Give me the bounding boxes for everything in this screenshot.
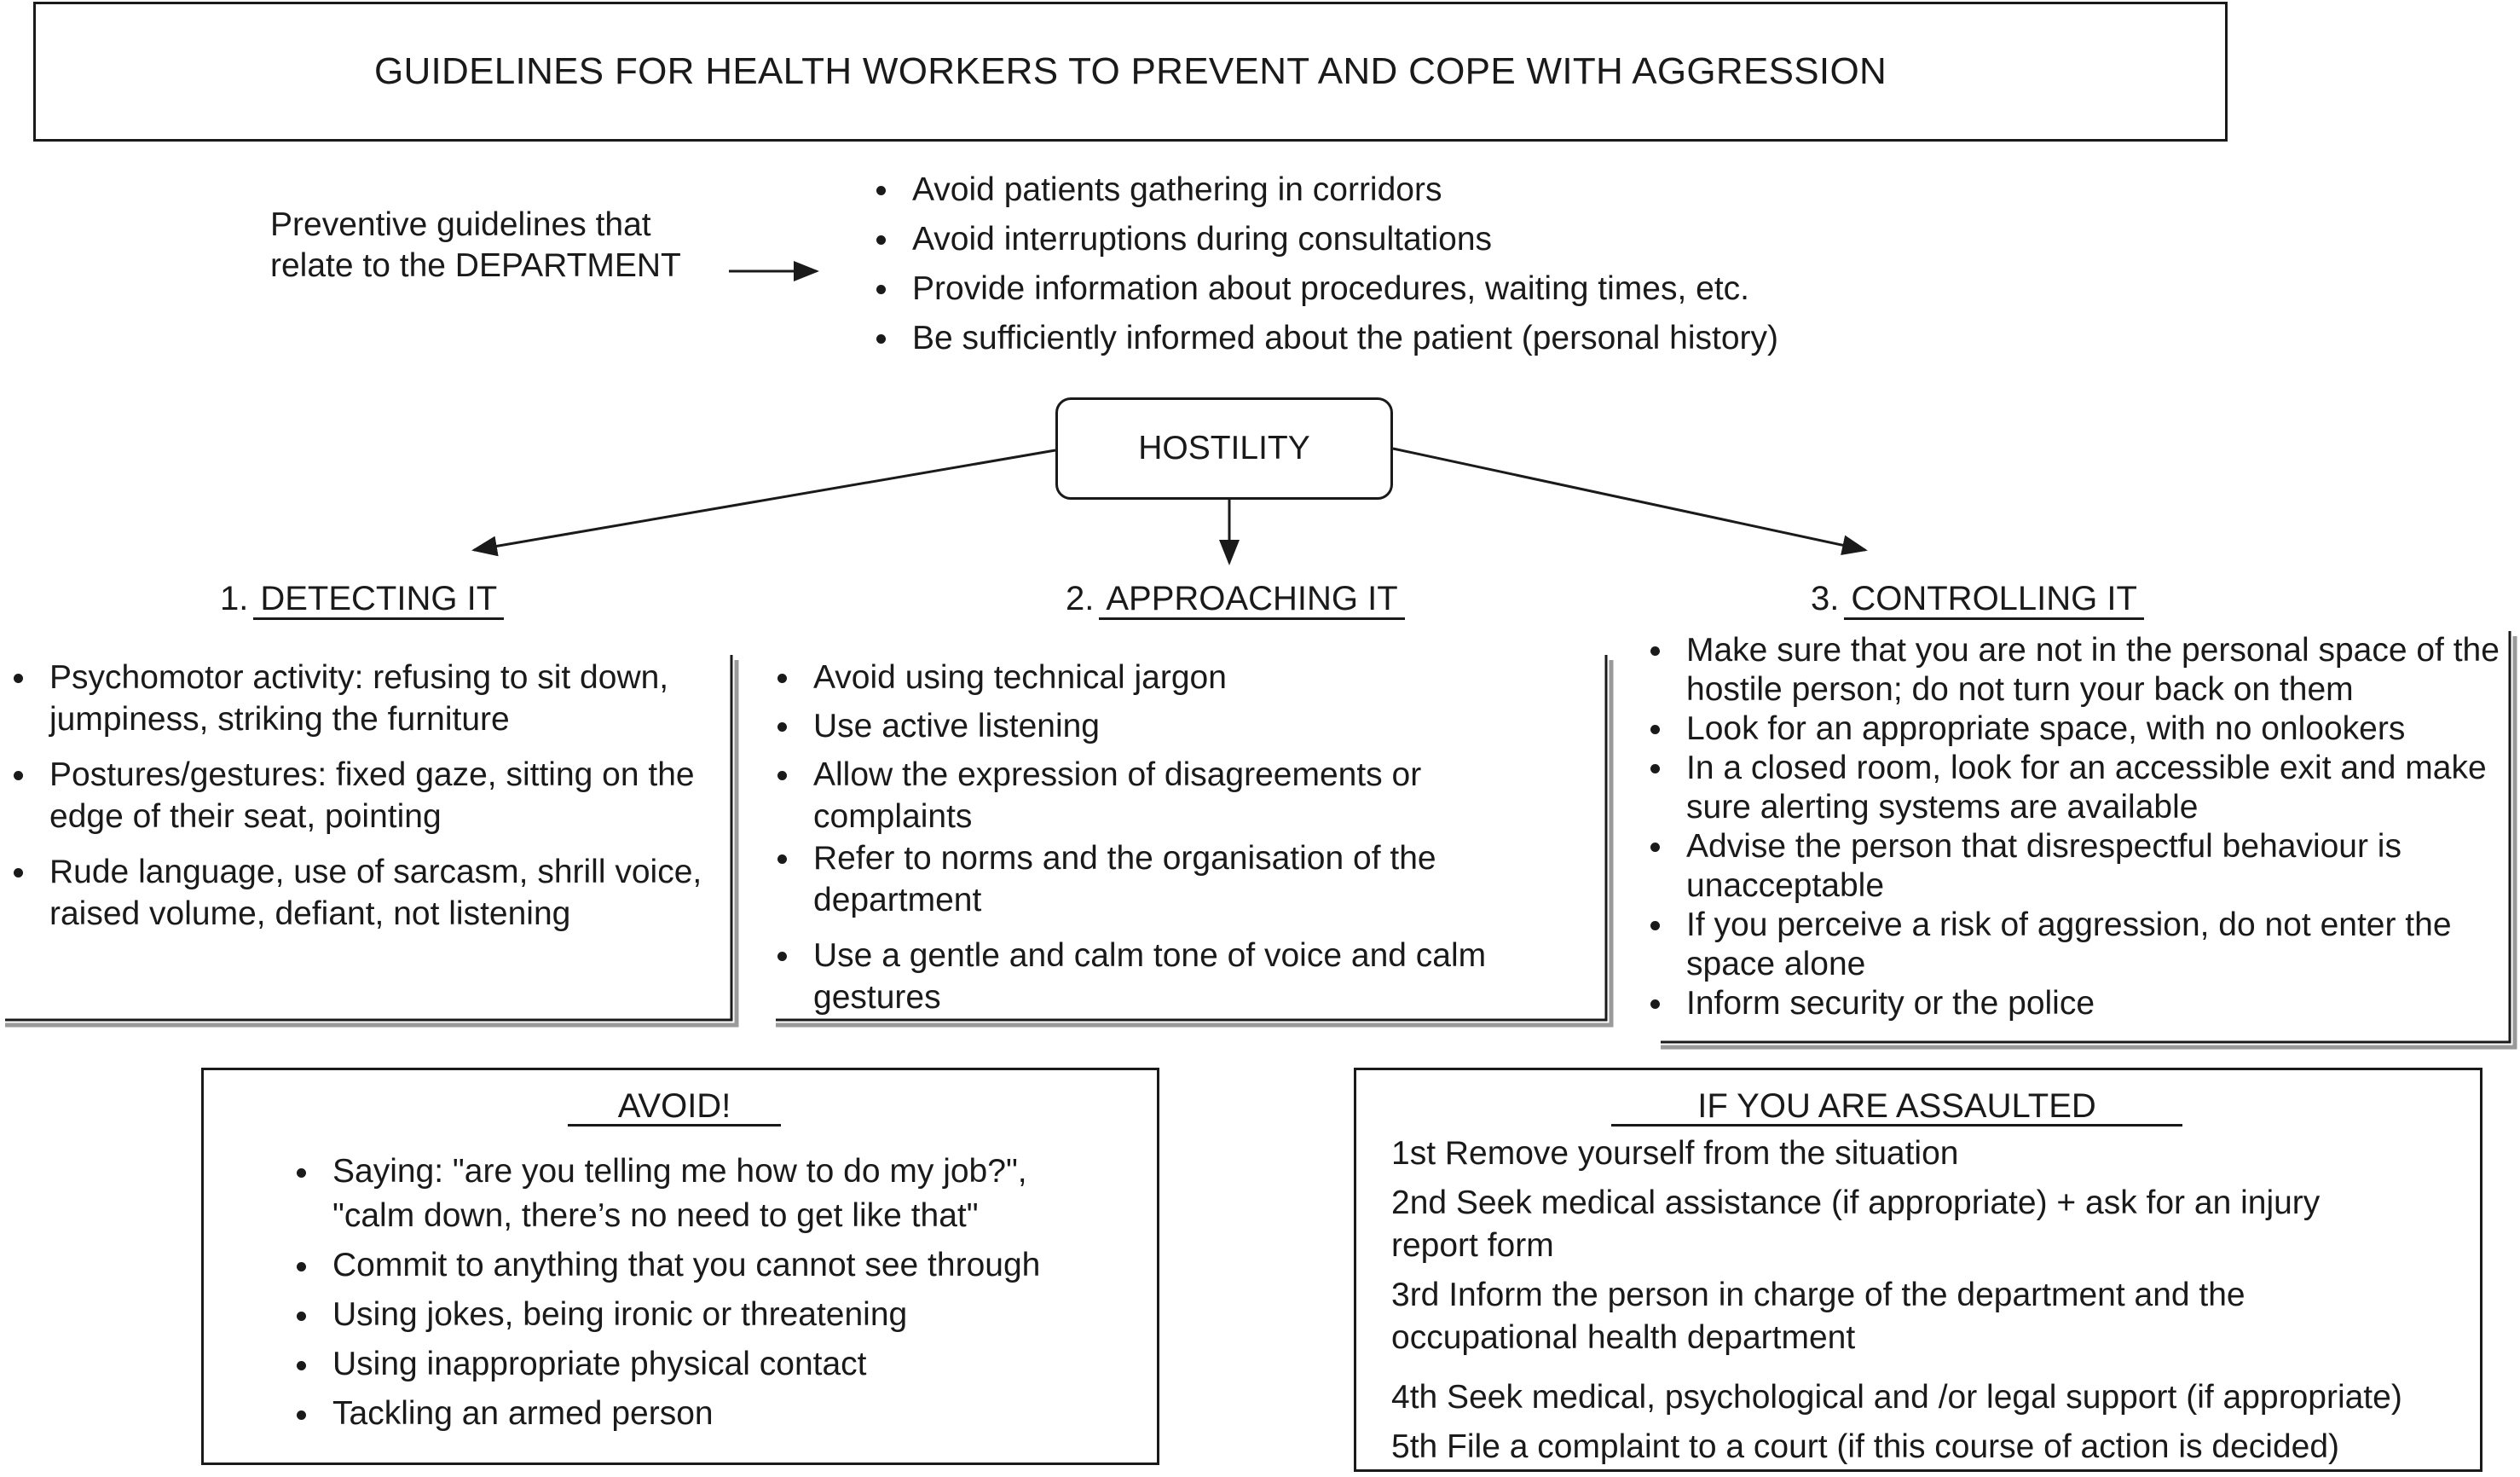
assaulted-step: 2nd Seek medical assistance (if appropri… bbox=[1391, 1184, 2321, 1264]
approaching-heading: 2.APPROACHING IT bbox=[1066, 580, 1405, 620]
arrow-to-detecting bbox=[471, 449, 1056, 557]
assaulted-steps: 1st Remove yourself from the situation 2… bbox=[1391, 1132, 2457, 1475]
department-label-line2: relate to the DEPARTMENT bbox=[270, 247, 681, 284]
controlling-list: Make sure that you are not in the person… bbox=[1637, 631, 2515, 1023]
detecting-item: Psychomotor activity: refusing to sit do… bbox=[0, 657, 716, 740]
detecting-frame-shadow bbox=[5, 660, 739, 1028]
assaulted-box bbox=[1354, 1068, 2482, 1472]
detecting-list: Psychomotor activity: refusing to sit do… bbox=[0, 657, 716, 948]
detecting-number: 1. bbox=[220, 580, 249, 617]
department-guidelines-list: Avoid patients gathering in corridors Av… bbox=[863, 165, 1971, 363]
avoid-box bbox=[201, 1068, 1159, 1465]
avoid-item: Using inappropriate physical contact bbox=[283, 1342, 1136, 1387]
hostility-label: HOSTILITY bbox=[1138, 430, 1310, 466]
approaching-item: Allow the expression of disagreements or… bbox=[764, 754, 1582, 837]
diagram-title: GUIDELINES FOR HEALTH WORKERS TO PREVENT… bbox=[373, 50, 1887, 92]
controlling-item: In a closed room, look for an accessible… bbox=[1637, 749, 2515, 827]
detecting-item: Postures/gestures: fixed gaze, sitting o… bbox=[0, 754, 716, 837]
department-label: Preventive guidelines that relate to the… bbox=[270, 205, 681, 287]
detecting-frame bbox=[5, 655, 733, 1022]
avoid-item: Saying: "are you telling me how to do my… bbox=[283, 1150, 1083, 1238]
department-item: Provide information about procedures, wa… bbox=[863, 264, 1971, 314]
controlling-title: CONTROLLING IT bbox=[1844, 582, 2144, 620]
controlling-item: Advise the person that disrespectful beh… bbox=[1637, 827, 2515, 906]
department-item: Be sufficiently informed about the patie… bbox=[863, 314, 1971, 363]
assaulted-step: 3rd Inform the person in charge of the d… bbox=[1391, 1277, 2245, 1356]
controlling-number: 3. bbox=[1811, 580, 1840, 617]
controlling-item: Make sure that you are not in the person… bbox=[1637, 631, 2515, 710]
arrow-to-controlling bbox=[1392, 447, 1868, 556]
approaching-item: Use a gentle and calm tone of voice and … bbox=[764, 935, 1582, 1018]
avoid-heading: AVOID! bbox=[568, 1088, 781, 1127]
controlling-item: Look for an appropriate space, with no o… bbox=[1637, 710, 2515, 749]
controlling-heading: 3.CONTROLLING IT bbox=[1811, 580, 2144, 620]
detecting-title: DETECTING IT bbox=[253, 582, 505, 620]
assaulted-heading: IF YOU ARE ASSAULTED bbox=[1611, 1088, 2182, 1127]
detecting-heading: 1.DETECTING IT bbox=[220, 580, 505, 620]
assaulted-step: 4th Seek medical, psychological and /or … bbox=[1391, 1379, 2402, 1416]
approaching-list: Avoid using technical jargon Use active … bbox=[764, 657, 1582, 1032]
department-item: Avoid interruptions during consultations bbox=[863, 215, 1971, 264]
avoid-item: Using jokes, being ironic or threatening bbox=[283, 1293, 1136, 1337]
approaching-title: APPROACHING IT bbox=[1099, 582, 1405, 620]
department-label-line1: Preventive guidelines that bbox=[270, 206, 651, 243]
approaching-item: Avoid using technical jargon bbox=[764, 657, 1582, 698]
avoid-item: Commit to anything that you cannot see t… bbox=[283, 1243, 1136, 1288]
approaching-item: Use active listening bbox=[764, 705, 1582, 747]
controlling-item: Inform security or the police bbox=[1637, 984, 2515, 1023]
controlling-frame-shadow bbox=[1661, 636, 2517, 1050]
approaching-number: 2. bbox=[1066, 580, 1095, 617]
approaching-frame bbox=[776, 655, 1608, 1022]
assaulted-step: 5th File a complaint to a court (if this… bbox=[1391, 1428, 2340, 1465]
assaulted-step: 1st Remove yourself from the situation bbox=[1391, 1135, 1959, 1172]
avoid-list: Saying: "are you telling me how to do my… bbox=[283, 1150, 1136, 1441]
approaching-item: Refer to norms and the organisation of t… bbox=[764, 837, 1582, 921]
controlling-item: If you perceive a risk of aggression, do… bbox=[1637, 906, 2515, 984]
detecting-item: Rude language, use of sarcasm, shrill vo… bbox=[0, 851, 716, 935]
approaching-frame-shadow bbox=[776, 660, 1614, 1028]
hostility-node: HOSTILITY bbox=[1055, 397, 1393, 500]
controlling-frame bbox=[1661, 631, 2511, 1044]
avoid-item: Tackling an armed person bbox=[283, 1392, 1136, 1436]
title-box: GUIDELINES FOR HEALTH WORKERS TO PREVENT… bbox=[33, 2, 2228, 142]
department-item: Avoid patients gathering in corridors bbox=[863, 165, 1971, 215]
